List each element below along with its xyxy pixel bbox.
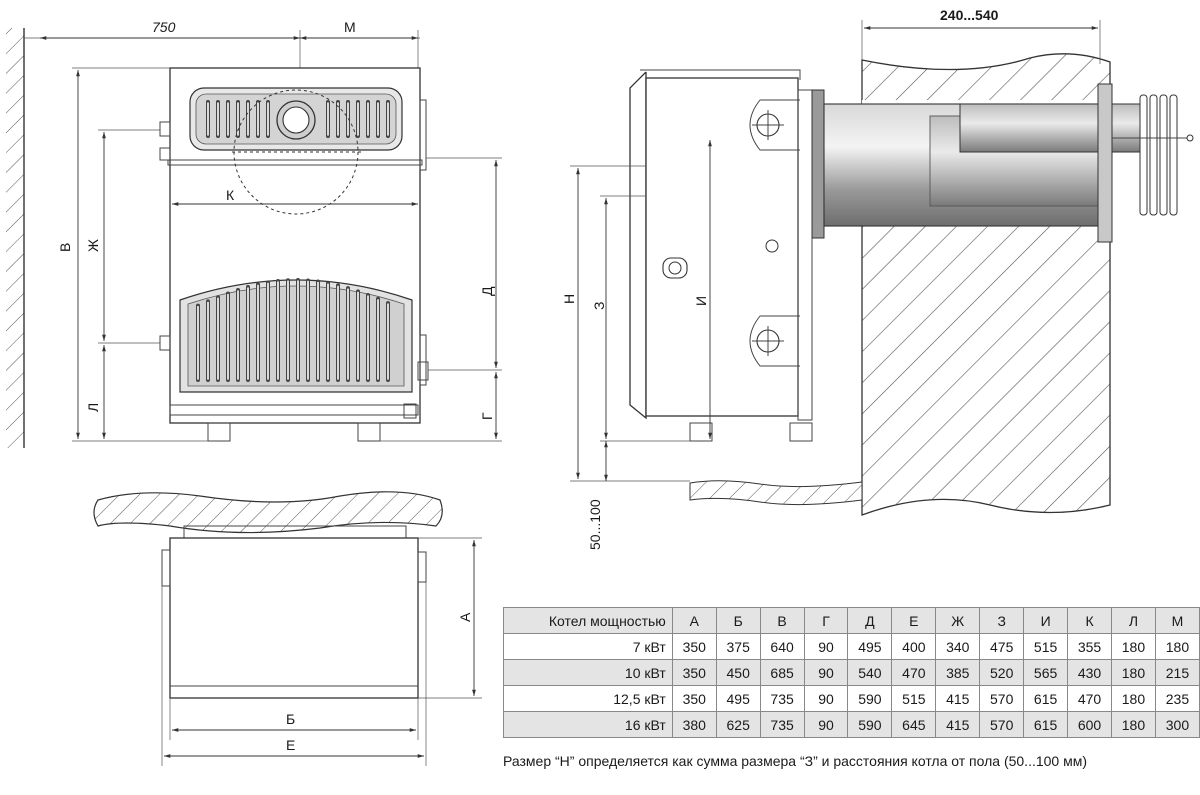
- table-cell: 590: [847, 685, 893, 712]
- dim-label-750: 750: [152, 19, 176, 35]
- table-header-cell: Г: [803, 607, 849, 634]
- table-cell: 495: [847, 633, 893, 660]
- table-row: 16 кВт 380 625 735 90 590 645 415 570 61…: [503, 711, 1200, 738]
- table-cell: 400: [891, 633, 937, 660]
- table-cell: 470: [1067, 685, 1112, 712]
- dim-label-g: Г: [479, 412, 495, 420]
- table-cell: 350: [671, 633, 717, 660]
- dim-label-e: Е: [286, 737, 295, 753]
- table-cell: 735: [759, 711, 805, 738]
- table-cell: 180: [1110, 659, 1156, 686]
- table-header-cell: И: [1023, 607, 1069, 634]
- table-row: 12,5 кВт 350 495 735 90 590 515 415 570 …: [503, 685, 1200, 712]
- dim-label-d: Д: [479, 286, 495, 296]
- top-wall-section: [93, 491, 443, 534]
- dim-label-v: В: [57, 243, 73, 252]
- table-cell: 600: [1067, 711, 1112, 738]
- top-view: А Б Е: [93, 491, 482, 766]
- table-header-cell: М: [1154, 607, 1200, 634]
- table-header-cell: З: [979, 607, 1025, 634]
- table-cell: 450: [715, 659, 761, 686]
- front-view: К В Ж Л Д Г: [6, 28, 502, 448]
- table-cell: 180: [1110, 685, 1156, 712]
- table-cell: 645: [891, 711, 937, 738]
- table-header-cell: А: [671, 607, 717, 634]
- dim-label-50-100: 50...100: [587, 499, 603, 550]
- table-cell: 415: [935, 685, 981, 712]
- boiler-side-body: [629, 71, 647, 420]
- table-header-row: Котел мощностью А Б В Г Д Е Ж З И К Л М: [503, 607, 1200, 634]
- table-cell: 380: [671, 711, 717, 738]
- dimensions-table: Котел мощностью А Б В Г Д Е Ж З И К Л М …: [503, 607, 1200, 738]
- table-cell: 340: [935, 633, 981, 660]
- table-cell: 475: [979, 633, 1025, 660]
- table-cell: 615: [1023, 711, 1069, 738]
- table-cell: 430: [1067, 659, 1112, 686]
- flue-terminal: [1139, 94, 1178, 216]
- dim-label-z: З: [591, 302, 607, 310]
- table-row: 7 кВт 350 375 640 90 495 400 340 475 515…: [503, 633, 1200, 660]
- flue-pipe-inner: [959, 103, 1141, 153]
- table-cell: 300: [1154, 711, 1200, 738]
- table-row: 10 кВт 350 450 685 90 540 470 385 520 56…: [503, 659, 1200, 686]
- footnote: Размер “Н” определяется как сумма размер…: [503, 753, 1088, 769]
- dim-label-i: И: [693, 296, 709, 306]
- table-cell: 90: [803, 711, 849, 738]
- table-cell: 625: [715, 711, 761, 738]
- table-cell: 415: [935, 711, 981, 738]
- table-cell: 590: [847, 711, 893, 738]
- table-header-cell: Е: [891, 607, 937, 634]
- table-cell: 180: [1110, 633, 1156, 660]
- dim-label-m: М: [344, 19, 356, 35]
- table-cell: 640: [759, 633, 805, 660]
- dim-label-zh: Ж: [85, 239, 101, 252]
- table-cell: 385: [935, 659, 981, 686]
- side-view: Н З И 50...100: [561, 20, 1194, 550]
- dim-label-k: К: [226, 187, 235, 203]
- dim-label-a: А: [457, 612, 473, 622]
- table-cell: 570: [979, 685, 1025, 712]
- table-cell: 16 кВт: [503, 711, 673, 738]
- table-cell: 615: [1023, 685, 1069, 712]
- floor-section: [689, 480, 863, 506]
- table-cell: 10 кВт: [503, 659, 673, 686]
- table-cell: 180: [1110, 711, 1156, 738]
- dim-label-240-540: 240...540: [940, 7, 999, 23]
- table-cell: 540: [847, 659, 893, 686]
- table-cell: 520: [979, 659, 1025, 686]
- table-cell: 515: [891, 685, 937, 712]
- boiler-top-body: [169, 537, 419, 699]
- table-cell: 375: [715, 633, 761, 660]
- table-cell: 7 кВт: [503, 633, 673, 660]
- table-cell: 90: [803, 633, 849, 660]
- table-cell: 350: [671, 685, 717, 712]
- table-header-cell: Л: [1110, 607, 1156, 634]
- table-header-cell: Котел мощностью: [503, 607, 673, 634]
- table-cell: 350: [671, 659, 717, 686]
- dim-label-l: Л: [85, 403, 101, 412]
- dim-label-b: Б: [286, 711, 295, 727]
- table-header-cell: Д: [847, 607, 893, 634]
- table-header-cell: К: [1067, 607, 1112, 634]
- table-cell: 12,5 кВт: [503, 685, 673, 712]
- table-cell: 470: [891, 659, 937, 686]
- table-header-cell: Б: [715, 607, 761, 634]
- dim-label-n: Н: [561, 294, 577, 304]
- left-wall-hatch: [6, 28, 24, 448]
- table-header-cell: Ж: [935, 607, 981, 634]
- table-cell: 90: [803, 685, 849, 712]
- table-cell: 355: [1067, 633, 1112, 660]
- table-header-cell: В: [759, 607, 805, 634]
- table-cell: 515: [1023, 633, 1069, 660]
- table-cell: 570: [979, 711, 1025, 738]
- table-cell: 180: [1154, 633, 1200, 660]
- table-cell: 215: [1154, 659, 1200, 686]
- table-cell: 565: [1023, 659, 1069, 686]
- table-cell: 735: [759, 685, 805, 712]
- table-cell: 685: [759, 659, 805, 686]
- table-cell: 235: [1154, 685, 1200, 712]
- table-cell: 90: [803, 659, 849, 686]
- table-cell: 495: [715, 685, 761, 712]
